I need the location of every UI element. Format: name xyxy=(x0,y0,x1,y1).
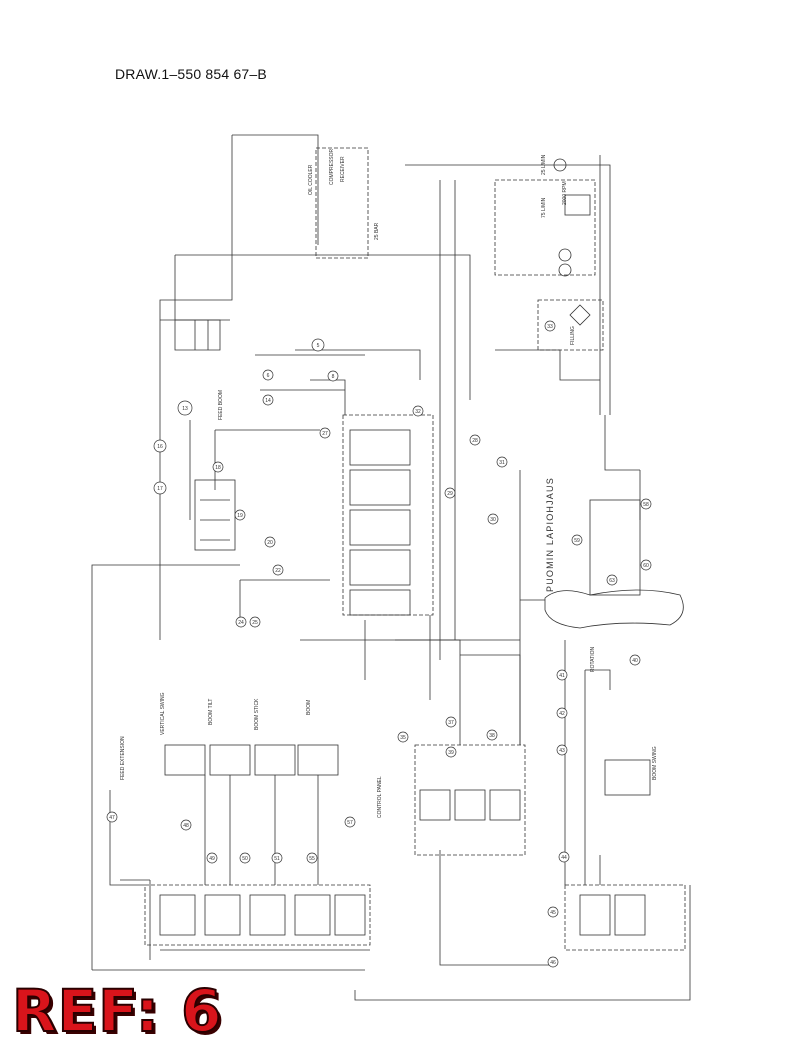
callout-number: 17 xyxy=(157,486,163,492)
callout-number: 38 xyxy=(489,733,495,739)
label-feed-extension: FEED EXTENSION xyxy=(120,736,126,780)
callout-number: 59 xyxy=(574,538,580,544)
label-oil-cooler: OIL COOLER xyxy=(308,164,314,195)
callout-number: 14 xyxy=(265,398,271,404)
callout-number: 28 xyxy=(472,438,478,444)
callout-number: 48 xyxy=(183,823,189,829)
callout-number: 39 xyxy=(448,750,454,756)
boom-tilt-valve xyxy=(209,744,251,776)
callout-number: 5 xyxy=(317,343,320,349)
callout-number: 44 xyxy=(561,855,567,861)
drawing-number: DRAW.1–550 854 67–B xyxy=(115,66,267,82)
label-boom-swing: BOOM SWING xyxy=(652,746,658,780)
pump-group xyxy=(494,179,596,276)
callout-number: 60 xyxy=(643,563,649,569)
label-pressure-1: 25 L/MIN xyxy=(541,154,547,175)
callout-number: 46 xyxy=(550,960,556,966)
callout-number: 18 xyxy=(215,465,221,471)
label-feed-boom: FEED BOOM xyxy=(218,390,224,420)
callout-number: 47 xyxy=(109,815,115,821)
label-pressure-2: 75 L/MIN xyxy=(541,197,547,218)
pressure-line xyxy=(174,254,471,351)
side-panel-cloud xyxy=(544,589,684,629)
boom-stick-valve xyxy=(254,744,296,776)
callout-number: 58 xyxy=(643,502,649,508)
label-pressure-3: 25 BAR xyxy=(374,222,380,240)
callout-number: 31 xyxy=(499,460,505,466)
callout-number: 6 xyxy=(267,373,270,379)
callout-number: 43 xyxy=(559,748,565,754)
feed-valve-block xyxy=(194,479,236,551)
reference-stamp: REF: 6 xyxy=(11,977,223,1045)
label-compressor: COMPRESSOR xyxy=(329,148,335,185)
main-valve-bank xyxy=(342,414,434,616)
callout-number: 13 xyxy=(182,406,188,412)
callout-number: 22 xyxy=(275,568,281,574)
callout-number: 51 xyxy=(274,856,280,862)
callout-number: 20 xyxy=(267,540,273,546)
label-receiver: RECEIVER xyxy=(340,156,346,182)
compressor-box xyxy=(315,147,369,259)
label-control-panel: CONTROL PANEL xyxy=(377,776,383,818)
callout-number: 32 xyxy=(415,409,421,415)
callout-number: 35 xyxy=(400,735,406,741)
callout-number: 24 xyxy=(238,620,244,626)
main-supply-line xyxy=(159,134,611,640)
callout-number: 25 xyxy=(252,620,258,626)
callout-number: 50 xyxy=(242,856,248,862)
vertical-swing-valve xyxy=(164,744,206,776)
right-valve-bank xyxy=(564,884,686,951)
pilot-line xyxy=(214,354,365,490)
label-boom: BOOM xyxy=(306,700,312,715)
callout-number: 57 xyxy=(347,820,353,826)
label-filling: FILLING xyxy=(570,326,576,345)
callout-number: 40 xyxy=(632,658,638,664)
filling-unit xyxy=(537,299,604,351)
callout-number: 42 xyxy=(559,711,565,717)
boom-valve xyxy=(297,744,339,776)
label-rotation: ROTATION xyxy=(590,647,596,672)
label-boom-stick: BOOM STICK xyxy=(254,698,260,730)
callout-number: 55 xyxy=(309,856,315,862)
callout-number: 41 xyxy=(559,673,565,679)
return-line xyxy=(91,415,641,971)
lower-valve-bank xyxy=(144,884,371,946)
callout-number: 27 xyxy=(322,431,328,437)
label-boom-tilt: BOOM TILT xyxy=(208,699,214,725)
callout-number: 33 xyxy=(547,324,553,330)
callout-number: 30 xyxy=(490,517,496,523)
callout-number: 29 xyxy=(447,491,453,497)
callout-number: 49 xyxy=(209,856,215,862)
callout-number: 63 xyxy=(609,578,615,584)
side-panel-title: PUOMIN LAPIOHJAUS xyxy=(545,477,555,592)
callout-number: 37 xyxy=(448,720,454,726)
control-panel-box xyxy=(414,744,526,856)
callout-number: 16 xyxy=(157,444,163,450)
boom-swing-valve xyxy=(604,759,651,796)
label-vertical-swing: VERTICAL SWING xyxy=(160,692,166,735)
callout-number: 8 xyxy=(332,374,335,380)
callout-number: 19 xyxy=(237,513,243,519)
side-panel xyxy=(589,499,641,596)
label-rpm: 2000 RPM xyxy=(562,181,568,205)
callout-number: 45 xyxy=(550,910,556,916)
